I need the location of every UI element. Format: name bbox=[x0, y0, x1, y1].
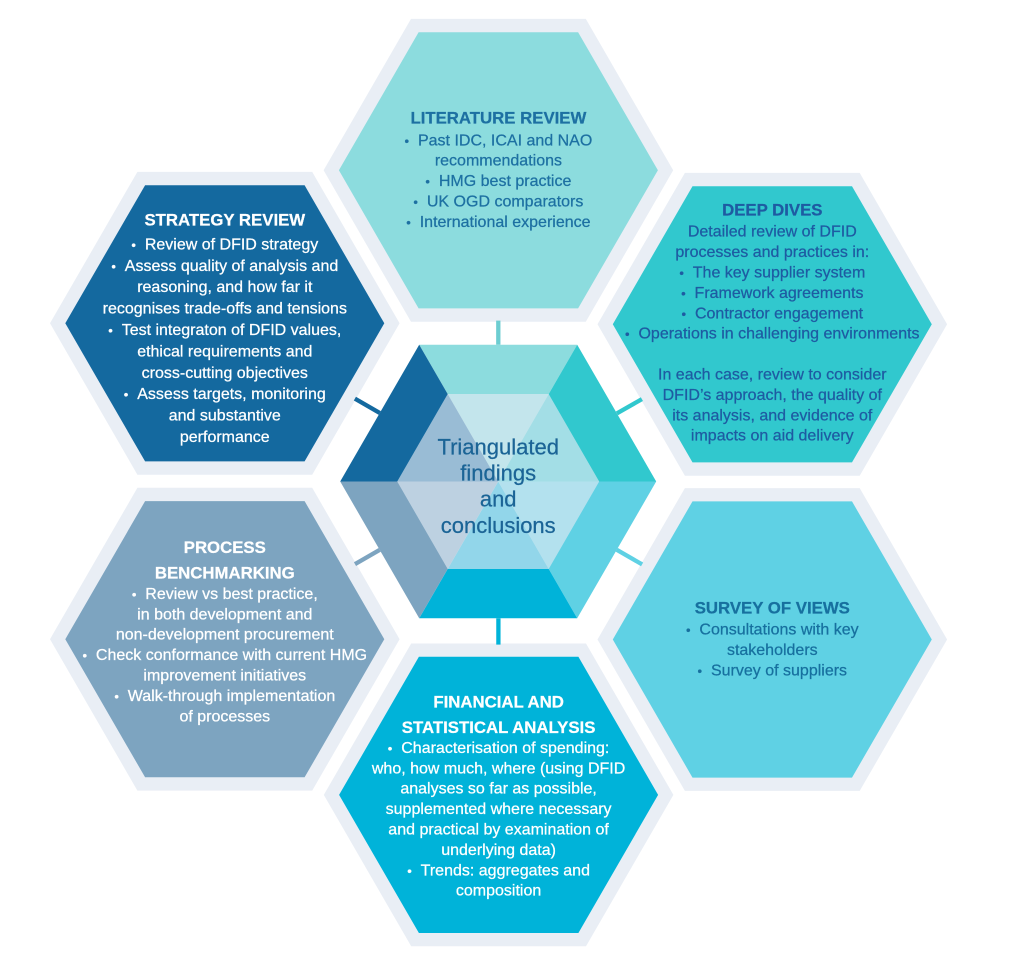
svg-text:recognises trade-offs and tens: recognises trade-offs and tensions bbox=[103, 301, 347, 318]
svg-text:• The key supplier system: • The key supplier system bbox=[679, 265, 865, 282]
svg-text:PROCESS: PROCESS bbox=[184, 538, 266, 557]
svg-text:• HMG best practice: • HMG best practice bbox=[425, 173, 571, 190]
svg-text:LITERATURE REVIEW: LITERATURE REVIEW bbox=[410, 108, 586, 127]
svg-text:• Survey of suppliers: • Survey of suppliers bbox=[698, 662, 848, 679]
svg-text:• Review vs best practice,: • Review vs best practice, bbox=[132, 586, 318, 603]
svg-text:conclusions: conclusions bbox=[441, 513, 556, 538]
svg-text:• Trends: aggregates and: • Trends: aggregates and bbox=[407, 862, 590, 879]
svg-text:stakeholders: stakeholders bbox=[727, 642, 818, 659]
svg-text:• Past IDC, ICAI and NAO: • Past IDC, ICAI and NAO bbox=[405, 132, 593, 149]
svg-text:non-development procurement: non-development procurement bbox=[116, 627, 334, 644]
svg-text:of processes: of processes bbox=[179, 708, 270, 725]
svg-text:underlying data): underlying data) bbox=[441, 842, 556, 859]
svg-text:DEEP DIVES: DEEP DIVES bbox=[722, 201, 822, 220]
svg-text:Detailed review of DFID: Detailed review of DFID bbox=[688, 224, 857, 241]
svg-text:supplemented where necessary: supplemented where necessary bbox=[386, 801, 612, 818]
svg-text:analyses so far as possible,: analyses so far as possible, bbox=[400, 781, 597, 798]
svg-text:performance: performance bbox=[180, 429, 270, 446]
svg-text:• Assess targets, monitoring: • Assess targets, monitoring bbox=[124, 386, 326, 403]
svg-text:who, how much, where (using DF: who, how much, where (using DFID bbox=[371, 760, 625, 777]
svg-text:reasoning, and how far it: reasoning, and how far it bbox=[137, 279, 313, 296]
svg-text:In each case, review to consid: In each case, review to consider bbox=[658, 367, 887, 384]
svg-text:• Check conformance with curr: • Check conformance with current HMG bbox=[82, 647, 367, 664]
svg-text:recommendations: recommendations bbox=[435, 153, 562, 170]
svg-text:• Framework agreements: • Framework agreements bbox=[681, 285, 863, 302]
svg-text:Triangulated: Triangulated bbox=[437, 434, 558, 459]
svg-text:ethical requirements and: ethical requirements and bbox=[137, 343, 312, 360]
svg-text:in both development and: in both development and bbox=[137, 606, 312, 623]
svg-text:BENCHMARKING: BENCHMARKING bbox=[155, 564, 295, 583]
svg-text:• Walk-through implementation: • Walk-through implementation bbox=[114, 688, 335, 705]
svg-text:• Test integraton of DFID val: • Test integraton of DFID values, bbox=[108, 322, 341, 339]
svg-text:SURVEY OF VIEWS: SURVEY OF VIEWS bbox=[695, 598, 850, 617]
svg-text:and practical by examination o: and practical by examination of bbox=[388, 822, 609, 839]
svg-text:DFID’s approach, the quality o: DFID’s approach, the quality of bbox=[663, 387, 883, 404]
svg-text:composition: composition bbox=[456, 883, 541, 900]
svg-text:cross-cutting objectives: cross-cutting objectives bbox=[142, 365, 308, 382]
svg-text:impacts on aid delivery: impacts on aid delivery bbox=[691, 428, 854, 445]
svg-text:• Assess quality of analysis: • Assess quality of analysis and bbox=[111, 258, 338, 275]
svg-text:• International experience: • International experience bbox=[406, 214, 590, 231]
svg-text:and substantive: and substantive bbox=[169, 408, 281, 425]
svg-text:STATISTICAL ANALYSIS: STATISTICAL ANALYSIS bbox=[402, 718, 596, 737]
svg-text:STRATEGY REVIEW: STRATEGY REVIEW bbox=[144, 211, 305, 230]
svg-text:its analysis, and evidence of: its analysis, and evidence of bbox=[672, 407, 873, 424]
svg-text:FINANCIAL AND: FINANCIAL AND bbox=[433, 693, 564, 712]
svg-text:and: and bbox=[480, 487, 517, 512]
svg-text:• Contractor engagement: • Contractor engagement bbox=[682, 305, 864, 322]
svg-text:findings: findings bbox=[460, 461, 536, 486]
svg-text:• Characterisation of spendin: • Characterisation of spending: bbox=[388, 740, 610, 757]
svg-text:processes and practices in:: processes and practices in: bbox=[675, 244, 869, 261]
svg-text:improvement initiatives: improvement initiatives bbox=[143, 668, 306, 685]
svg-text:• UK OGD comparators: • UK OGD comparators bbox=[413, 194, 583, 211]
svg-text:• Review of DFID strategy: • Review of DFID strategy bbox=[131, 236, 318, 253]
svg-text:• Consultations with key: • Consultations with key bbox=[686, 622, 859, 639]
svg-text:• Operations in challenging e: • Operations in challenging environments bbox=[625, 326, 920, 343]
